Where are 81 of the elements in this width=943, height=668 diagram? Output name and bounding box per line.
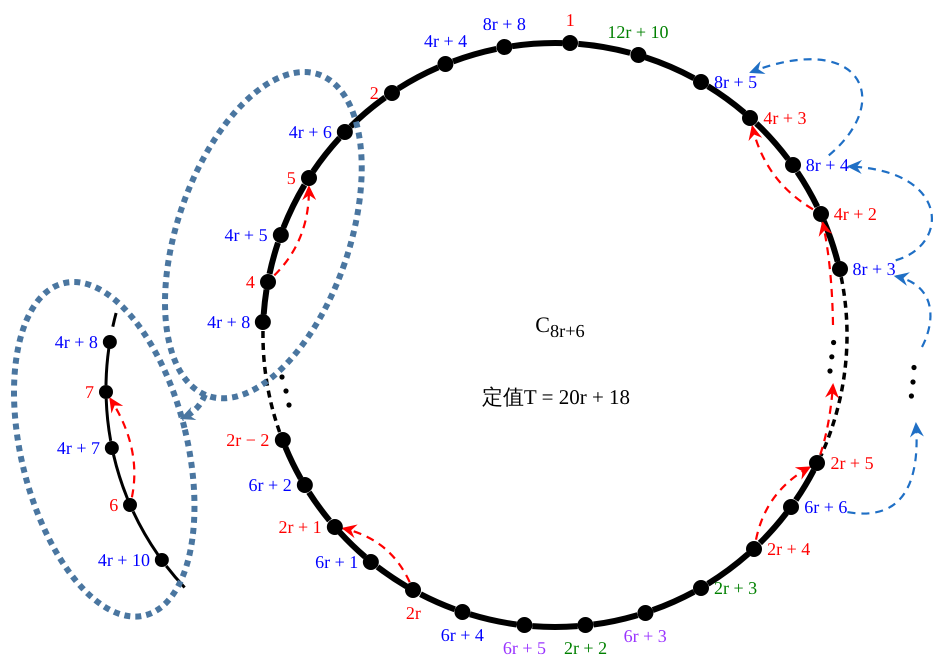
vertex-label: 4r + 6 (288, 122, 332, 142)
vertex-label: 2 (370, 82, 379, 103)
vertex-label: 6r + 1 (315, 552, 358, 572)
circle-arc (794, 170, 820, 208)
vertex-label: 4r + 8 (54, 332, 98, 352)
circle-arc (261, 330, 282, 433)
formula-text: C$_{8r+6}$ (535, 312, 585, 342)
circle-arc (644, 54, 696, 81)
circle-arc (266, 242, 281, 275)
arrow (274, 185, 316, 276)
circle-arc (819, 276, 848, 456)
circle-arc (593, 612, 638, 628)
vertex-label: 7 (85, 382, 94, 402)
circle-arc (260, 289, 270, 315)
vertex-label: 4r + 5 (224, 225, 268, 246)
curved-arrow (847, 422, 924, 515)
vertex-label: 4r + 2 (834, 204, 877, 224)
circle-arc (112, 454, 129, 500)
vertex-label: 6r + 4 (440, 624, 484, 645)
arrow (818, 220, 834, 326)
circle-arc (754, 121, 790, 161)
dotted-ellipse (10, 278, 198, 620)
circle-arc (104, 398, 112, 442)
curved-arrow (894, 273, 932, 348)
arrow (819, 383, 839, 455)
vertex-label: 2r + 4 (767, 538, 810, 559)
circle-arc (376, 564, 408, 589)
vertex-label: 4 (246, 272, 255, 292)
vertex-label: 2r + 3 (714, 578, 758, 598)
arrow (748, 124, 814, 210)
arrow (754, 466, 812, 540)
circle-arc (578, 40, 631, 56)
circle-arc (706, 552, 750, 586)
vertex-label: 2r + 2 (564, 638, 608, 658)
circle-arc (706, 84, 746, 116)
curved-arrow (180, 394, 208, 422)
vertex-label: 4r + 7 (56, 438, 100, 458)
circle-arc (512, 40, 562, 50)
circle-arc (306, 490, 332, 522)
vertex-label: 8r + 5 (714, 72, 758, 92)
vertex-label: 2r − 2 (226, 430, 270, 450)
circle-arc (793, 468, 816, 502)
vertex-label: 4r + 3 (763, 108, 807, 128)
circle-arc (338, 530, 368, 560)
vertex-label: 2r + 1 (278, 516, 322, 537)
vertex-label: 6r + 2 (248, 475, 292, 496)
dotted-ellipse (160, 68, 366, 402)
circle-arc (652, 589, 696, 613)
vertex-label: 2r (406, 603, 421, 624)
vertex-label: 5 (286, 168, 296, 188)
circle-arc (348, 95, 387, 129)
arrow (341, 525, 411, 583)
circle-arc (280, 183, 308, 229)
circle-arc (396, 64, 440, 92)
vertex-label: 6r + 6 (804, 496, 848, 517)
formula-text: 定值T = 20r + 18 (482, 384, 630, 411)
circle-arc (469, 611, 517, 628)
circle-arc (104, 348, 110, 386)
circle-arc (452, 46, 498, 64)
vertex-label: 4r + 10 (98, 550, 150, 570)
vertex-label: 12r + 10 (607, 22, 668, 42)
circle-arc (282, 446, 304, 480)
curved-arrow (749, 58, 864, 156)
vertex-label: 6r + 5 (502, 638, 546, 658)
circle-arc (758, 511, 789, 546)
vertex-label: 8r + 4 (806, 155, 849, 176)
circle-arc (132, 510, 160, 556)
vertex-label: 6r + 3 (624, 626, 667, 646)
circle-arc (419, 592, 456, 612)
vertex-label: 8r + 8 (482, 14, 526, 34)
vertex-label: 8r + 3 (852, 259, 896, 280)
vertex-label: 2r + 5 (830, 453, 874, 473)
arrow (109, 397, 136, 498)
vertex-label: 6 (109, 495, 118, 516)
circle-arc (310, 136, 342, 174)
curved-arrow (846, 160, 933, 262)
circle-arc (821, 220, 840, 262)
vertex-label: 1 (566, 10, 575, 30)
vertex-label: 4r + 8 (207, 312, 250, 332)
circle-arc (532, 623, 578, 630)
vertex-label: 4r + 4 (424, 31, 468, 52)
